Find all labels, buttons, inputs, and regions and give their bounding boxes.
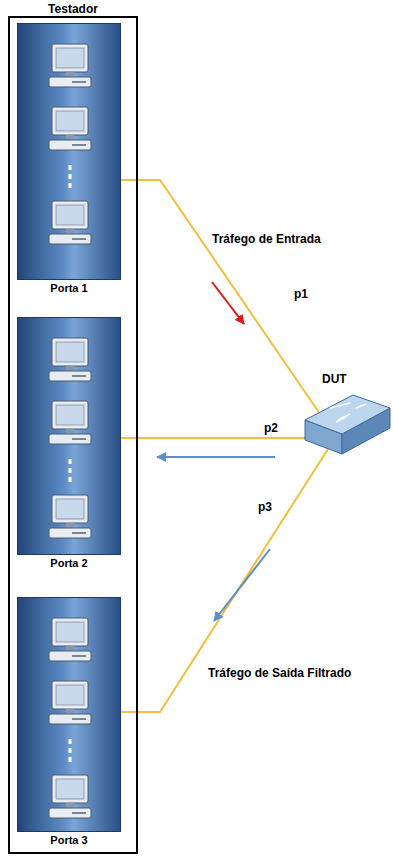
ellipsis-dot [69,459,72,464]
computer-icon [49,495,91,538]
link-cable [121,180,320,414]
port-link-label: p1 [292,287,310,301]
switch-device: DUT [300,368,392,458]
port-link-label: p3 [256,500,274,514]
port-label: Porta 1 [17,282,121,294]
traffic-label: Tráfego de Entrada [210,232,323,246]
ellipsis-dot [69,748,72,753]
computer-icon [49,107,91,150]
ellipsis-dot [69,468,72,473]
tester-frame: TestadorPorta 1Porta 2Porta 3 [8,16,138,854]
computer-icons [18,598,122,833]
computer-icon [49,775,91,818]
port-panel: Porta 3 [17,597,121,847]
egress-arrow [214,549,270,621]
port-label: Porta 2 [17,557,121,569]
computer-icon [49,681,91,724]
host-group [17,317,121,555]
port-label: Porta 3 [17,834,121,846]
computer-icon [49,338,91,381]
egress-arrow [157,456,275,458]
ellipsis-dot [69,174,72,179]
traffic-label: Tráfego de Saída Filtrado [206,666,353,680]
ellipsis-dot [69,757,72,762]
ellipsis-dot [69,739,72,744]
port-panel: Porta 1 [17,23,121,295]
host-group [17,597,121,832]
computer-icon [49,618,91,661]
host-group [17,23,121,280]
link-cable [121,437,305,439]
port-link-label: p2 [262,421,280,435]
ellipsis-dot [69,477,72,482]
ingress-arrow [212,282,244,324]
computer-icon [49,44,91,87]
device-label: DUT [322,372,347,386]
tester-title: Testador [10,2,136,16]
computer-icons [18,24,122,281]
ellipsis-dot [69,183,72,188]
port-panel: Porta 2 [17,317,121,570]
ellipsis-dot [69,165,72,170]
computer-icons [18,318,122,556]
computer-icon [49,201,91,244]
computer-icon [49,401,91,444]
